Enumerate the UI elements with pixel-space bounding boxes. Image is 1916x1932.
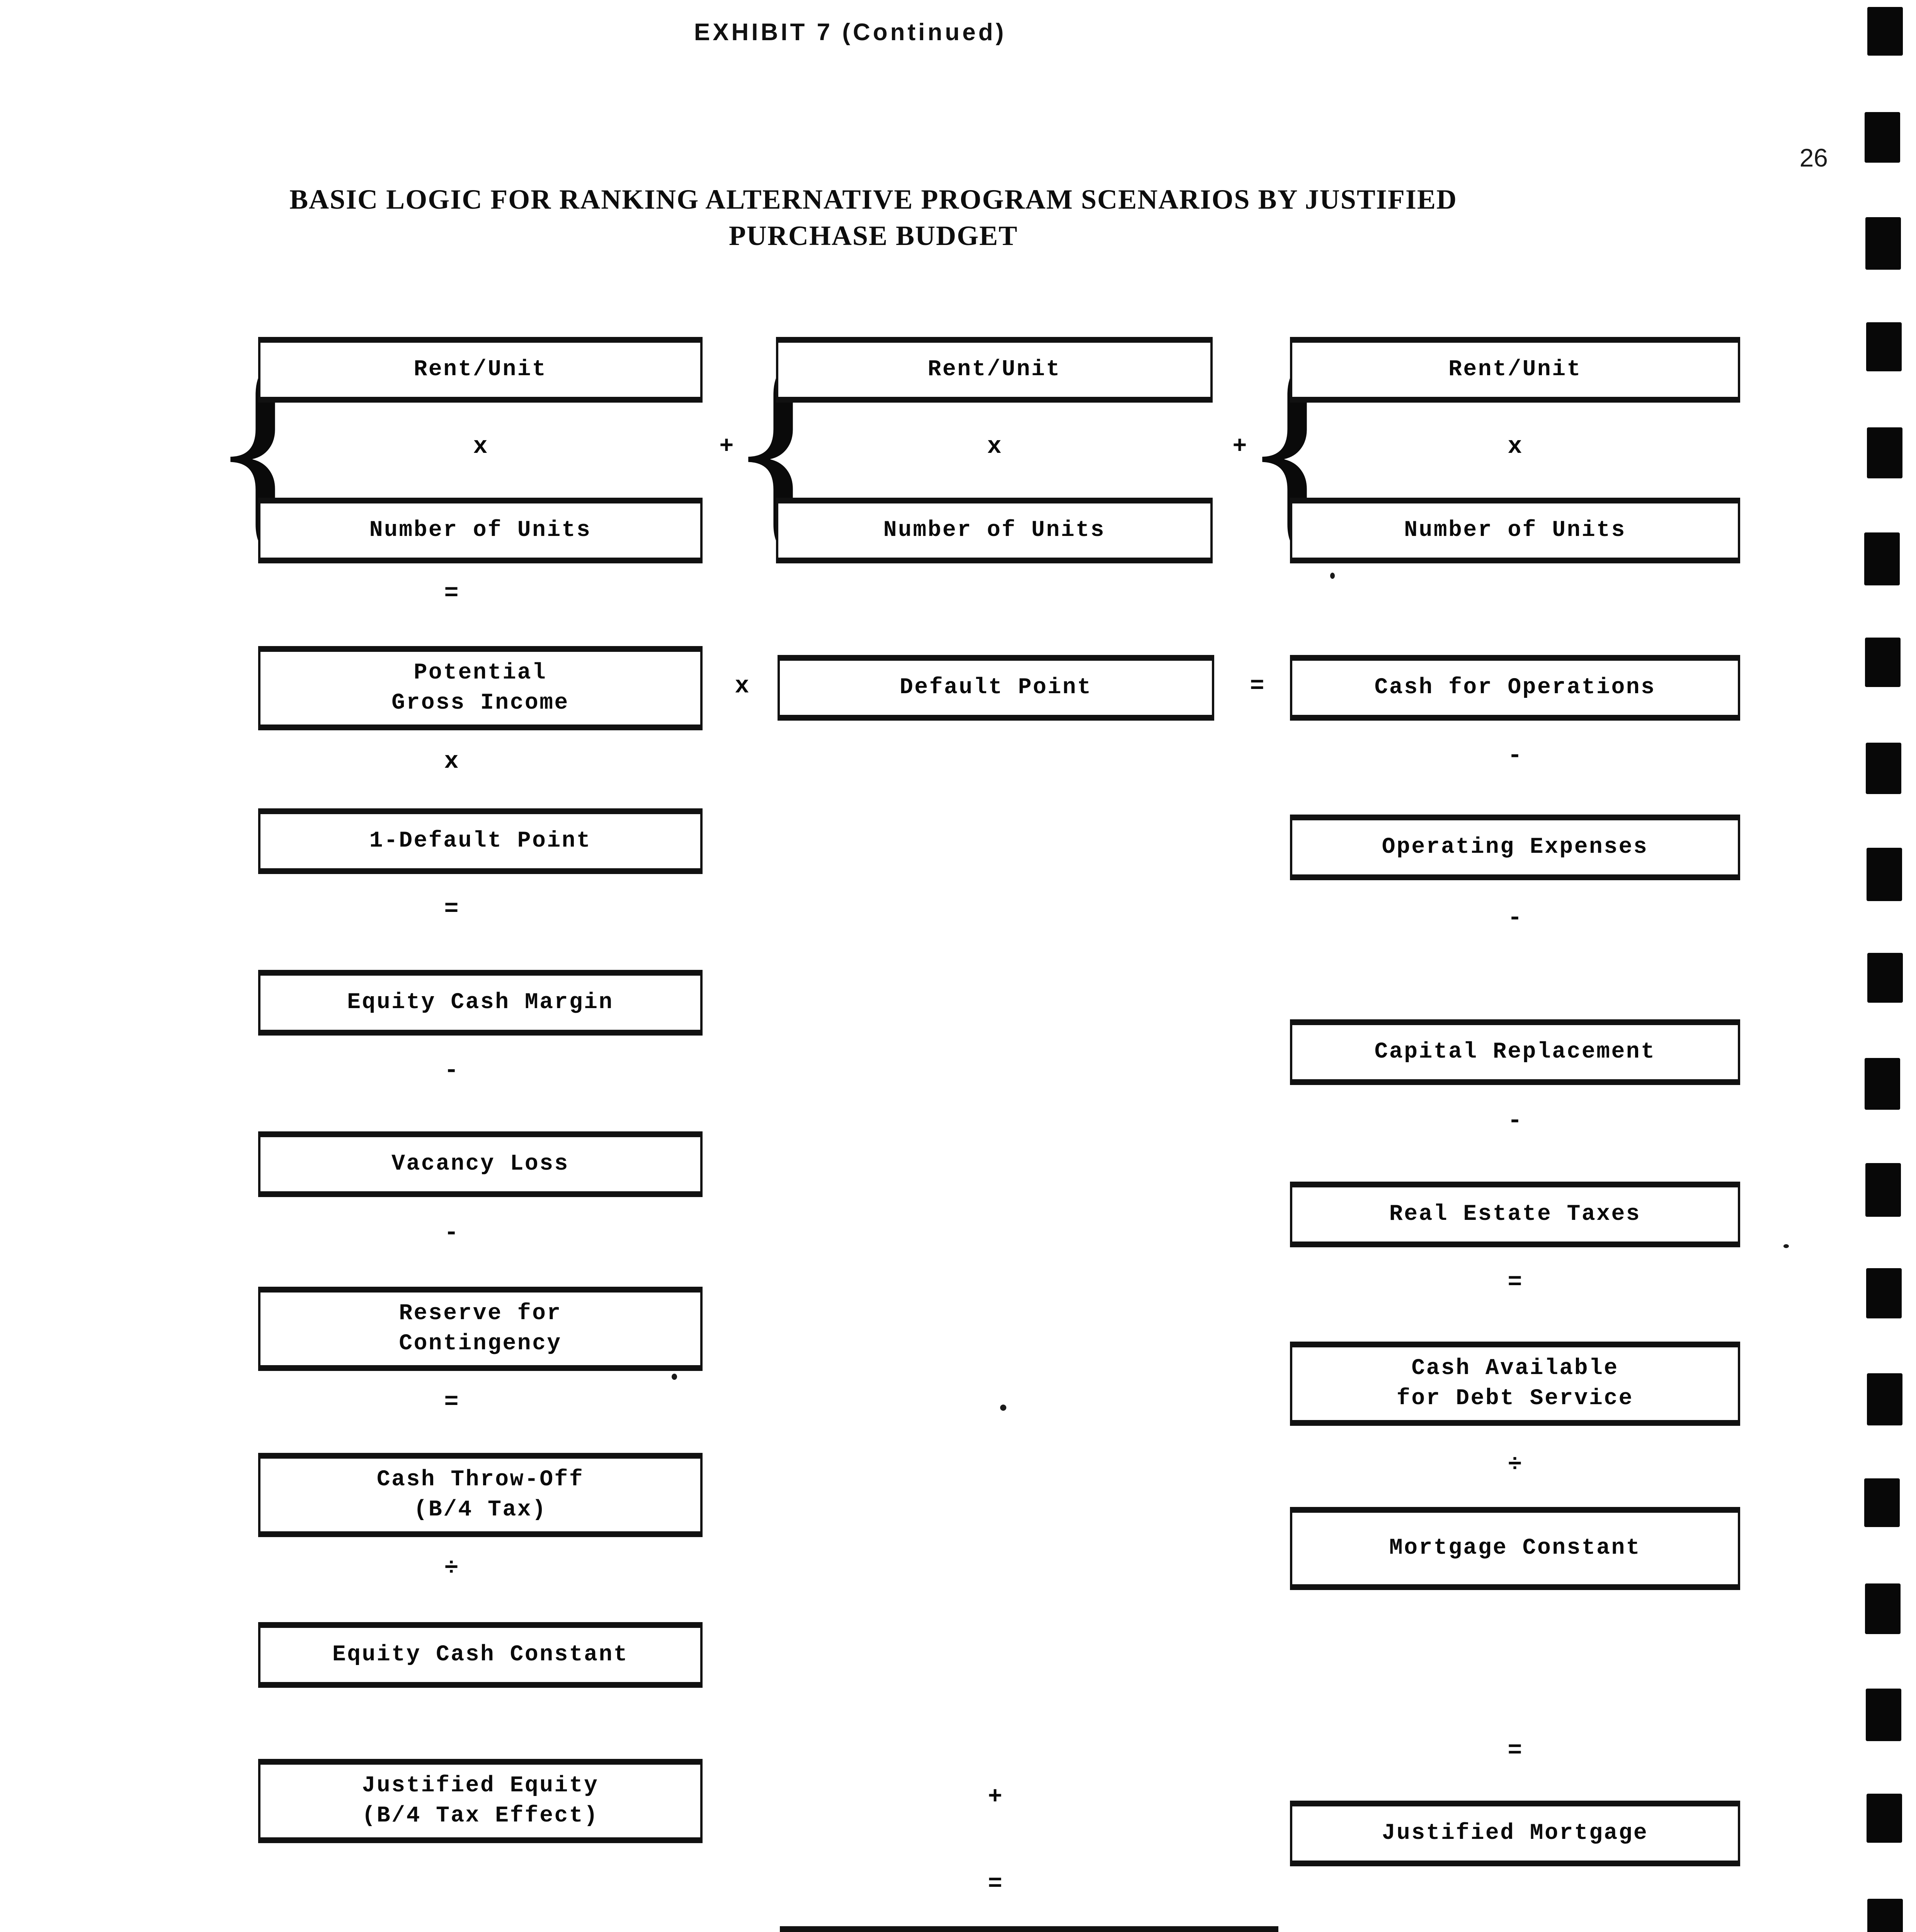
box-label: Real Estate Taxes: [1389, 1201, 1641, 1227]
operator-minus-right-1: -: [1508, 742, 1522, 769]
box-label: Rent/Unit: [927, 357, 1061, 382]
box-number-of-units-1: Number of Units: [258, 498, 703, 563]
scan-speck: [1000, 1405, 1006, 1411]
box-label: Cash Available for Debt Service: [1397, 1355, 1634, 1411]
box-label: Capital Replacement: [1374, 1039, 1656, 1065]
box-reserve-for-contingency: Reserve for Contingency: [258, 1287, 703, 1371]
box-justified-mortgage: Justified Mortgage: [1290, 1801, 1740, 1866]
box-real-estate-taxes: Real Estate Taxes: [1290, 1182, 1740, 1247]
binding-mark: [1866, 743, 1901, 794]
box-label: Operating Expenses: [1382, 834, 1649, 860]
box-label: Equity Cash Margin: [347, 990, 614, 1015]
binding-mark: [1865, 1058, 1900, 1110]
box-label: Number of Units: [883, 517, 1106, 543]
binding-mark: [1865, 638, 1901, 687]
binding-mark: [1865, 112, 1900, 163]
box-equity-cash-margin: Equity Cash Margin: [258, 970, 703, 1036]
box-cash-available-for-debt-service: Cash Available for Debt Service: [1290, 1342, 1740, 1426]
box-label: Potential Gross Income: [391, 660, 569, 716]
binding-mark: [1867, 848, 1902, 901]
box-label: Rent/Unit: [413, 357, 547, 382]
operator-plus-join-1: +: [719, 433, 734, 460]
box-label: Vacancy Loss: [391, 1151, 569, 1177]
operator-equals-left-1: =: [444, 580, 459, 607]
operator-minus-right-2: -: [1508, 904, 1522, 932]
box-operating-expenses: Operating Expenses: [1290, 815, 1740, 880]
box-label: Cash Throw-Off (B/4 Tax): [376, 1467, 584, 1522]
box-total-justified-project-budget: Total Justified Project Budget: [780, 1926, 1278, 1932]
binding-mark: [1867, 1373, 1902, 1425]
operator-equals-left-3: =: [444, 895, 459, 923]
operator-multiply-group-2: x: [987, 433, 1002, 460]
heading-line-2: PURCHASE BUDGET: [728, 220, 1018, 251]
box-potential-gross-income: Potential Gross Income: [258, 646, 703, 730]
box-number-of-units-2: Number of Units: [776, 498, 1213, 563]
box-default-point: Default Point: [778, 655, 1214, 721]
operator-multiply-center: x: [735, 672, 749, 700]
operator-divide-right-5: ÷: [1508, 1451, 1522, 1478]
operator-minus-right-3: -: [1508, 1107, 1522, 1134]
binding-mark: [1866, 1689, 1901, 1741]
box-label: Rent/Unit: [1448, 357, 1582, 382]
box-label: Reserve for Contingency: [399, 1301, 562, 1356]
box-label: Number of Units: [1404, 517, 1626, 543]
box-label: Cash for Operations: [1374, 675, 1656, 700]
box-rent-unit-3: Rent/Unit: [1290, 337, 1740, 403]
page-number: 26: [1799, 143, 1828, 172]
binding-mark: [1867, 1794, 1902, 1843]
box-mortgage-constant: Mortgage Constant: [1290, 1507, 1740, 1590]
binding-mark: [1865, 1163, 1901, 1217]
box-one-minus-default-point: 1-Default Point: [258, 808, 703, 874]
document-heading: BASIC LOGIC FOR RANKING ALTERNATIVE PROG…: [216, 182, 1530, 254]
binding-mark: [1864, 532, 1900, 585]
operator-equals-left-6: =: [444, 1388, 459, 1416]
box-cash-for-operations: Cash for Operations: [1290, 655, 1740, 721]
binding-mark: [1867, 427, 1902, 478]
exhibit-title: EXHIBIT 7 (Continued): [694, 19, 1007, 46]
operator-equals-right-6: =: [1508, 1737, 1522, 1764]
binding-mark: [1864, 1478, 1900, 1527]
box-justified-equity: Justified Equity (B/4 Tax Effect): [258, 1759, 703, 1843]
box-label: Mortgage Constant: [1389, 1536, 1641, 1561]
operator-multiply-group-1: x: [473, 433, 488, 460]
binding-mark: [1867, 7, 1903, 56]
binding-mark: [1865, 1583, 1901, 1634]
box-label: Justified Equity (B/4 Tax Effect): [362, 1773, 599, 1828]
box-vacancy-loss: Vacancy Loss: [258, 1131, 703, 1197]
box-label: Default Point: [900, 675, 1092, 700]
box-label: 1-Default Point: [369, 828, 592, 854]
box-rent-unit-2: Rent/Unit: [776, 337, 1213, 403]
box-cash-throw-off: Cash Throw-Off (B/4 Tax): [258, 1453, 703, 1537]
operator-equals-right-4: =: [1508, 1269, 1522, 1296]
binding-mark: [1867, 953, 1903, 1003]
scan-speck: [1330, 573, 1335, 579]
binding-mark: [1867, 1899, 1903, 1932]
box-number-of-units-3: Number of Units: [1290, 498, 1740, 563]
box-rent-unit-1: Rent/Unit: [258, 337, 703, 403]
scan-speck: [672, 1374, 677, 1380]
operator-multiply-left-2: x: [444, 748, 459, 775]
operator-multiply-group-3: x: [1508, 433, 1522, 460]
operator-equals-center: =: [1250, 672, 1264, 700]
box-equity-cash-constant: Equity Cash Constant: [258, 1622, 703, 1688]
operator-equals-bottom-1: =: [988, 1870, 1002, 1898]
operator-divide-left-7: ÷: [444, 1554, 459, 1582]
operator-minus-left-5: -: [444, 1219, 459, 1247]
operator-plus-sum: +: [988, 1783, 1002, 1811]
box-label: Justified Mortgage: [1382, 1820, 1649, 1846]
box-label: Equity Cash Constant: [332, 1642, 629, 1667]
binding-mark: [1866, 322, 1902, 371]
operator-minus-left-4: -: [444, 1057, 459, 1084]
box-label: Number of Units: [369, 517, 592, 543]
binding-mark: [1865, 217, 1901, 270]
box-capital-replacement: Capital Replacement: [1290, 1019, 1740, 1085]
operator-plus-join-2: +: [1232, 433, 1247, 460]
binding-mark: [1866, 1268, 1902, 1318]
heading-line-1: BASIC LOGIC FOR RANKING ALTERNATIVE PROG…: [289, 184, 1457, 215]
scan-speck: [1783, 1244, 1789, 1248]
